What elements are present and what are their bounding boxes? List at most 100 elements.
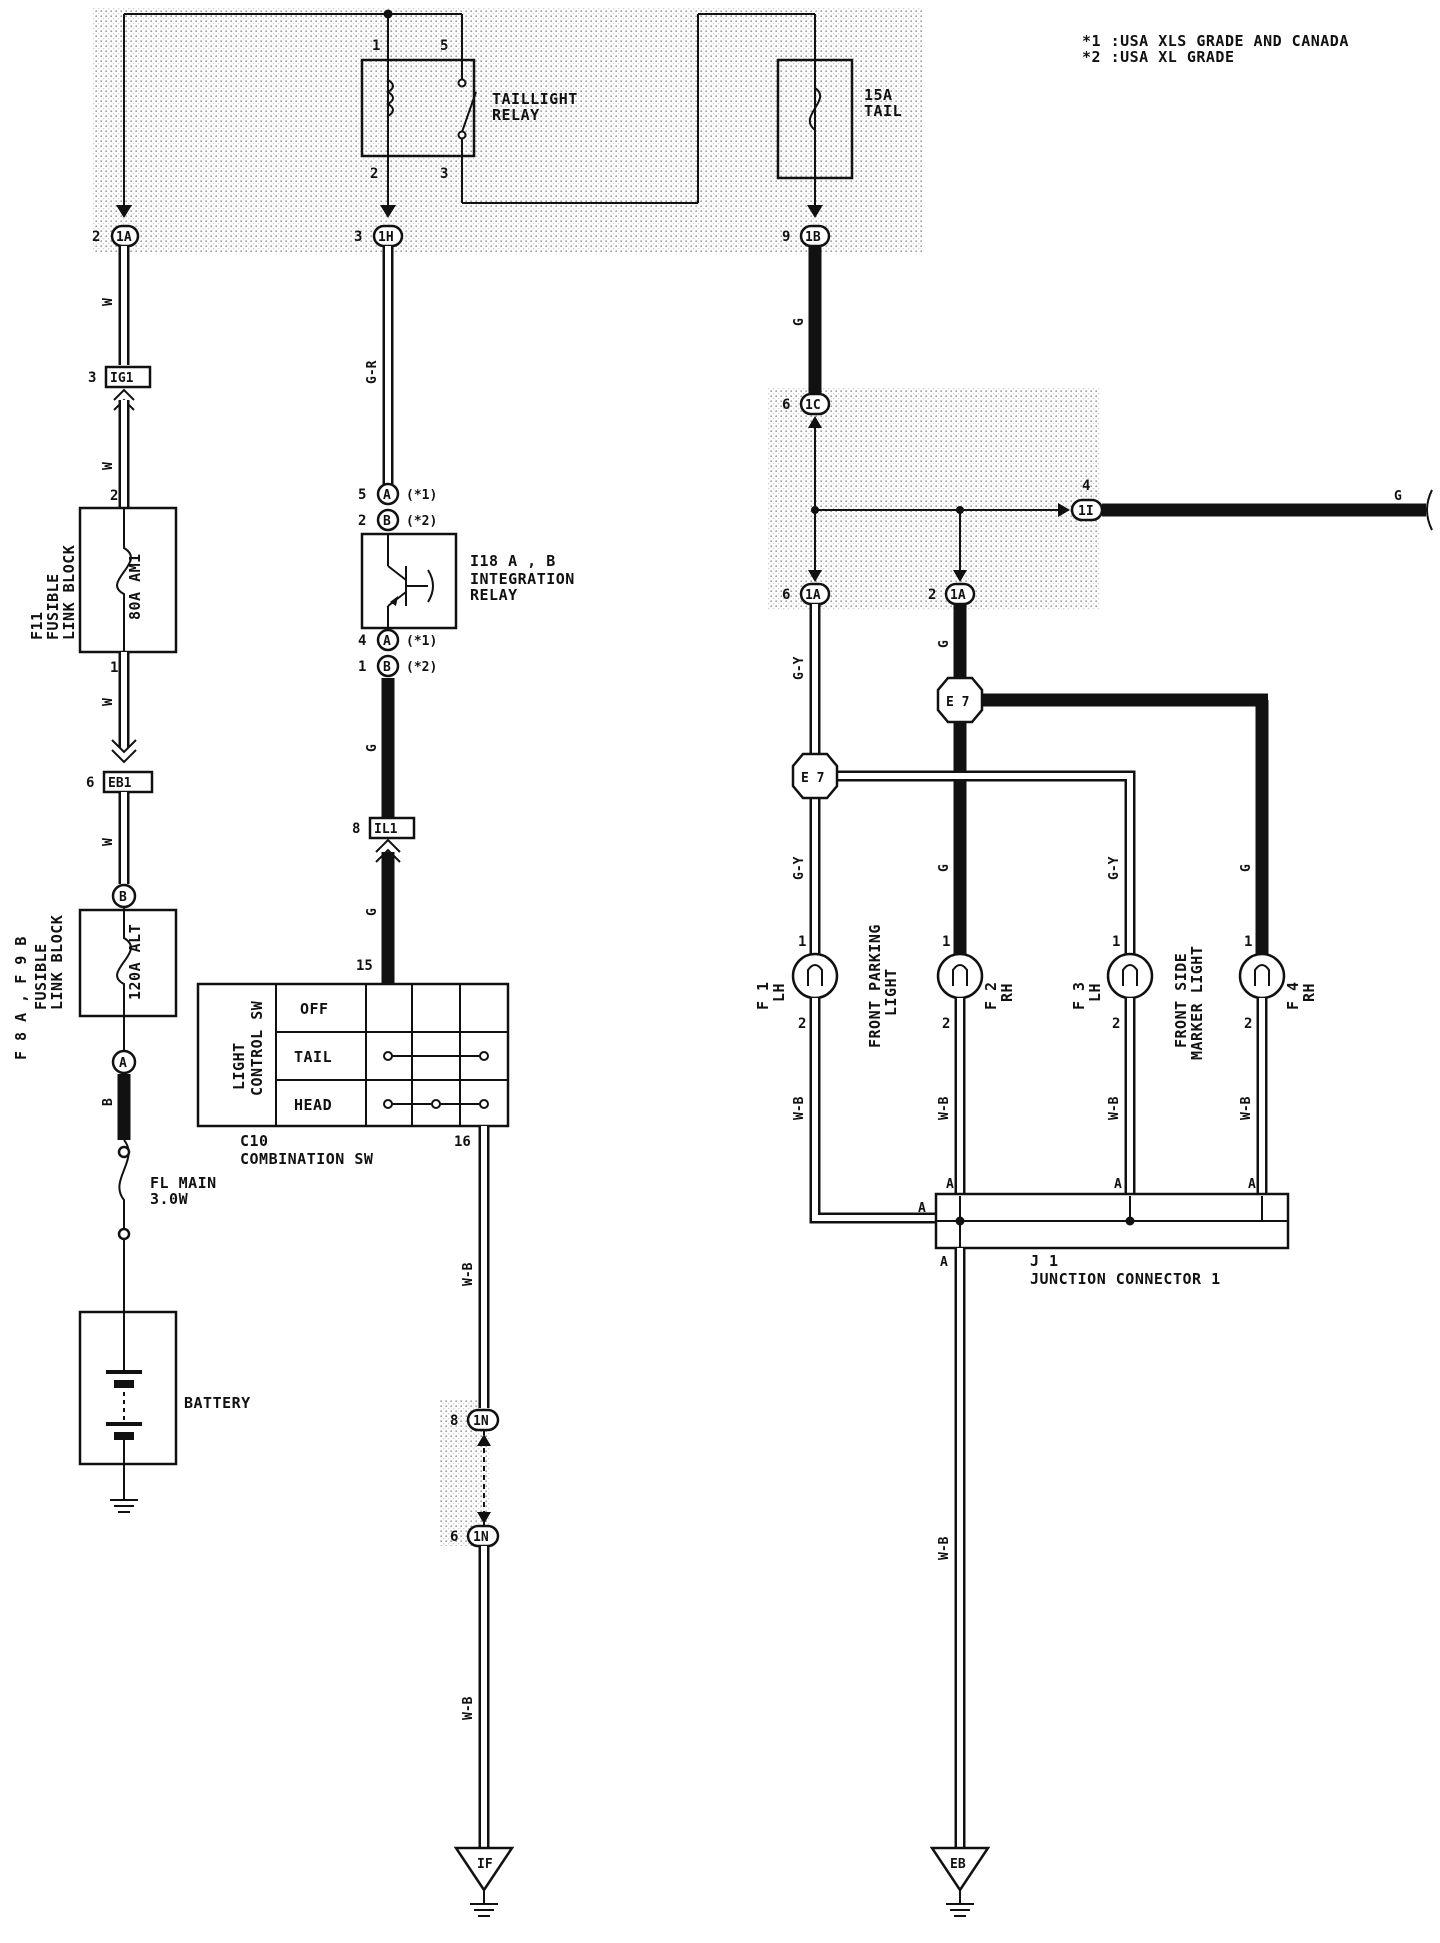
wire-color-label: G-Y: [1107, 856, 1122, 880]
connector-e7-g[interactable]: [936, 676, 984, 724]
lamp-id: F 3: [1070, 981, 1088, 1010]
lamp-side: LH: [1086, 983, 1104, 1002]
connector-label: B: [119, 890, 127, 905]
f11-label: LINK BLOCK: [60, 545, 78, 640]
pin-label: 5: [358, 487, 366, 503]
pin-label: 2: [92, 229, 100, 245]
pin-label: 6: [86, 775, 94, 791]
pin-label: 4: [358, 633, 366, 649]
taillight-relay-label: RELAY: [492, 106, 540, 124]
fl-main-label: 3.0W: [150, 1190, 189, 1208]
pin-label: A: [946, 1177, 954, 1192]
note-2: *2 :USA XL GRADE: [1082, 48, 1235, 66]
f8-f9-id: F 8 A , F 9 B: [12, 936, 30, 1060]
pin-label: 9: [782, 229, 790, 245]
connector-label: IG1: [110, 371, 134, 386]
wire-color-label: G: [937, 640, 952, 648]
star-note: (*2): [406, 660, 437, 675]
lamp-side: RH: [998, 983, 1016, 1002]
pin-label: 1: [110, 660, 118, 676]
connector-il1[interactable]: [368, 816, 416, 840]
pin-label: 15: [356, 958, 373, 974]
integration-relay-id: I18 A , B: [470, 552, 556, 570]
wire-color-label: B: [101, 1098, 116, 1106]
fusible-link-block-f8-f9: [78, 908, 178, 1018]
shaded-area-right: [768, 388, 1100, 610]
arrow-head-icon: [807, 205, 823, 218]
taillight-relay-box: [360, 58, 476, 158]
connector-label: B: [383, 660, 391, 675]
connector-label: E 7: [946, 695, 969, 710]
ground-if-label: IF: [477, 1857, 493, 1872]
relay-switch-icon: [461, 91, 477, 133]
wire-color-label: G: [792, 318, 807, 326]
pin-label: 2: [370, 166, 378, 182]
lamp-f2[interactable]: [936, 952, 984, 1000]
connector-label: A: [119, 1056, 127, 1071]
wire-color-label: W-B: [937, 1536, 952, 1560]
front-parking-label: FRONT PARKING: [866, 924, 884, 1048]
lamp-side: LH: [770, 983, 788, 1002]
pin-label: 2: [110, 488, 118, 504]
pin-label: 5: [440, 38, 448, 54]
connector-1c[interactable]: [799, 392, 831, 416]
wire-color-label: W: [101, 698, 116, 706]
star-note: (*1): [406, 488, 437, 503]
wire-color-label: W: [101, 298, 116, 306]
wire-color-label: G-R: [365, 360, 380, 384]
ground-eb-icon: [929, 1846, 991, 1893]
bulb-icon: [952, 964, 968, 986]
star-note: (*2): [406, 514, 437, 529]
pin-label: 1: [372, 38, 380, 54]
wire-color-label: W-B: [461, 1696, 476, 1720]
combination-sw-name: COMBINATION SW: [240, 1150, 374, 1168]
bulb-icon: [1122, 964, 1138, 986]
pin-label: A: [1248, 1177, 1256, 1192]
pin-label: A: [918, 1201, 926, 1216]
shaded-area-top: [92, 8, 922, 252]
connector-label: 1N: [473, 1530, 489, 1545]
wire-color-label: G: [937, 864, 952, 872]
wire-color-label: W: [101, 462, 116, 470]
f8-f9-label: FUSIBLE: [32, 943, 50, 1010]
ground-icon: [470, 1890, 498, 1917]
connector-ig1[interactable]: [104, 365, 152, 389]
connector-e7-gy[interactable]: [791, 752, 839, 800]
wire-color-label: W: [101, 838, 116, 846]
wire-color-label: G: [365, 744, 380, 752]
pin-label: 1: [942, 934, 950, 950]
wire-color-label: W-B: [792, 1096, 807, 1120]
pin-label: A: [940, 1255, 948, 1270]
fuse-label: 15A: [864, 86, 893, 104]
switch-pos-off: OFF: [300, 1000, 329, 1018]
note-1: *1 :USA XLS GRADE AND CANADA: [1082, 32, 1349, 50]
front-side-label: MARKER LIGHT: [1188, 946, 1206, 1060]
pin-label: 2: [942, 1016, 950, 1032]
battery-icon: [106, 1312, 142, 1464]
junction-dot: [383, 9, 393, 19]
lamp-f3[interactable]: [1106, 952, 1154, 1000]
connector-label: 1A: [116, 230, 132, 245]
connector-label: IL1: [374, 822, 398, 837]
pin-label: 2: [798, 1016, 806, 1032]
pin-label: 3: [354, 229, 362, 245]
ground-icon: [110, 1499, 138, 1513]
lamp-f1[interactable]: [791, 952, 839, 1000]
pin-label: 2: [358, 513, 366, 529]
integration-relay-label: INTEGRATION: [470, 570, 575, 588]
combination-switch[interactable]: LIGHT CONTROL SW OFF TAIL HEAD: [196, 982, 510, 1128]
pin-label: 8: [352, 821, 360, 837]
fuse-80a-label: 80A AM1: [126, 553, 144, 620]
fuse-icon: [116, 907, 132, 1016]
lamp-f4[interactable]: [1238, 952, 1286, 1000]
pin-label: A: [1114, 1177, 1122, 1192]
connector-label: A: [383, 634, 391, 649]
wire-color-label: W-B: [1107, 1096, 1122, 1120]
relay-coil-icon: [386, 60, 394, 156]
connector-label: 1C: [805, 398, 821, 413]
battery-label: BATTERY: [184, 1394, 251, 1412]
connector-label: A: [383, 488, 391, 503]
star-note: (*1): [406, 634, 437, 649]
